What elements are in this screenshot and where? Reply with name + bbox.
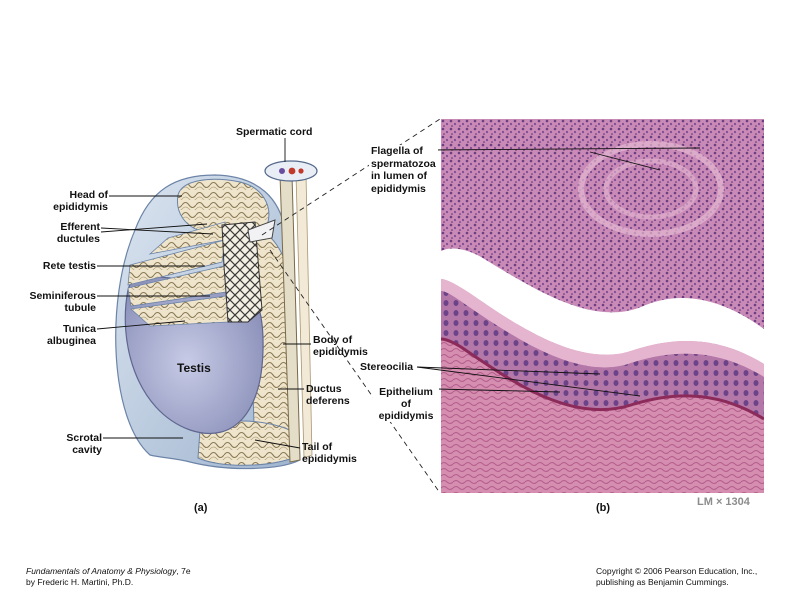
label-stereocilia: Stereocilia: [360, 361, 414, 373]
label-efferent-ductules: Efferent ductules: [56, 221, 100, 245]
label-tail-of-epididymis: Tail of epididymis: [302, 441, 357, 465]
label-flagella: Flagella of spermatozoa in lumen of epid…: [369, 145, 438, 195]
label-body-of-epididymis: Body of epididymis: [313, 334, 368, 358]
magnification-guide-bottom: [269, 249, 441, 494]
label-seminiferous-tubule: Seminiferous tubule: [29, 290, 96, 314]
magnification-label: LM × 1304: [697, 496, 750, 508]
label-spermatic-cord: Spermatic cord: [236, 126, 313, 138]
label-epithelium: Epithelium of epididymis: [373, 386, 439, 422]
label-scrotal-cavity: Scrotal cavity: [66, 432, 102, 456]
leader-lines-a: [96, 138, 311, 449]
label-rete-testis: Rete testis: [42, 260, 96, 272]
micrograph: [441, 119, 764, 493]
footer-credit-left: Fundamentals of Anatomy & Physiology, 7e…: [26, 566, 191, 587]
label-testis: Testis: [177, 361, 211, 375]
label-head-of-epididymis: Head of epididymis: [53, 189, 108, 213]
label-ductus-deferens: Ductus deferens: [306, 383, 350, 407]
lumen: [441, 248, 764, 364]
footer-copyright: Copyright © 2006 Pearson Education, Inc.…: [596, 566, 758, 587]
figure-b-part-label: (b): [596, 502, 611, 514]
epididymis-head: [176, 178, 270, 236]
figure-a-part-label: (a): [194, 502, 208, 514]
label-tunica-albuginea: Tunica albuginea: [46, 323, 96, 347]
epithelium: [441, 291, 764, 419]
